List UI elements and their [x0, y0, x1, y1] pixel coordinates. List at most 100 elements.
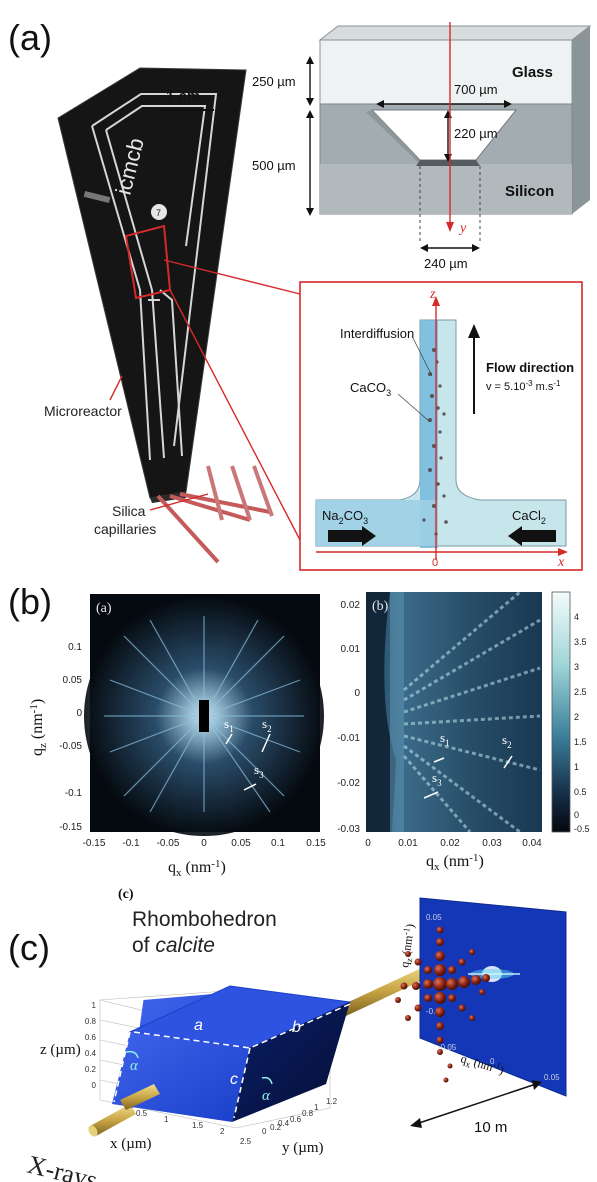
svg-text:1: 1 — [314, 1103, 319, 1112]
s2-marker — [261, 733, 271, 753]
saxs-right-xticks: 0 0.01 0.02 0.03 0.04 — [365, 838, 542, 849]
svg-text:0: 0 — [201, 838, 207, 849]
svg-text:0: 0 — [92, 1081, 97, 1090]
panel-label-b: (b) — [8, 581, 52, 622]
inset-axis-x: x — [557, 555, 565, 570]
inset-cacl2: CaCl2 — [512, 508, 546, 526]
panel-c-inner-label: (c) — [118, 887, 134, 902]
zoom-connector — [163, 259, 301, 295]
cs-glass: Glass — [512, 64, 553, 81]
saxs-left-annotations: s1 s2 s3 — [224, 716, 272, 780]
svg-text:2: 2 — [574, 712, 579, 722]
svg-text:0.03: 0.03 — [482, 838, 502, 849]
alpha-1: α — [130, 1058, 139, 1074]
inlet-arrow-right — [508, 526, 556, 546]
detector-qx-label: qx (nm-1) — [459, 1050, 506, 1079]
svg-text:0.8: 0.8 — [85, 1017, 97, 1026]
saxs-left-xticks: -0.15 -0.1 -0.05 0 0.05 0.1 0.15 — [83, 838, 327, 849]
svg-text:-0.15: -0.15 — [83, 838, 106, 849]
svg-text:0.02: 0.02 — [440, 838, 460, 849]
svg-text:0.4: 0.4 — [278, 1119, 290, 1128]
detector-qz-label: qz (nm-1) — [396, 923, 419, 969]
calcite-title-1: Rhombohedron — [132, 908, 277, 931]
alpha-2: α — [262, 1088, 271, 1104]
svg-text:-0.03: -0.03 — [337, 824, 360, 835]
xrays-label: X-rays — [25, 1150, 101, 1182]
channel-inset — [299, 281, 583, 571]
svg-text:0.6: 0.6 — [290, 1115, 302, 1124]
label-capillaries-2: capillaries — [94, 521, 156, 537]
saxs-left-yticks: 0.1 0.05 0 -0.05 -0.1 -0.15 — [59, 642, 82, 833]
microreactor-pointer — [109, 375, 123, 401]
diffraction-spots — [395, 926, 490, 1083]
svg-text:0.05: 0.05 — [63, 675, 83, 686]
svg-text:2.5: 2.5 — [574, 687, 587, 697]
chip-logo-glyph: 7 — [156, 208, 161, 218]
cs-dim-glass: 250 µm — [252, 74, 296, 89]
scale-bar-label: 1 cm — [166, 88, 200, 105]
svg-text:0: 0 — [574, 810, 579, 820]
svg-text:s1: s1 — [224, 716, 234, 734]
svg-text:0.2: 0.2 — [270, 1123, 282, 1132]
svg-text:s1: s1 — [440, 730, 450, 748]
svg-text:-0.15: -0.15 — [59, 822, 82, 833]
svg-text:1: 1 — [164, 1115, 169, 1124]
svg-text:0: 0 — [365, 838, 371, 849]
svg-text:0.05: 0.05 — [426, 913, 442, 922]
saxs-right — [366, 590, 542, 834]
chip-engraving — [83, 190, 111, 204]
inset-flow-value: v = 5.10-3 m.s-1 — [486, 379, 561, 393]
microreactor-chip: icmcb 7 — [57, 67, 271, 564]
x-ticks: 0.5 1 1.5 2 2.5 — [136, 1109, 252, 1146]
svg-text:2: 2 — [220, 1127, 225, 1136]
svg-text:1.2: 1.2 — [326, 1097, 338, 1106]
saxs-right-yticks: 0.02 0.01 0 -0.01 -0.02 -0.03 — [337, 600, 360, 835]
svg-text:0: 0 — [354, 688, 360, 699]
svg-text:0.04: 0.04 — [522, 838, 542, 849]
svg-text:-0.1: -0.1 — [65, 788, 83, 799]
colorbar-ticks: 4 3.5 3 2.5 2 1.5 1 0.5 0 -0.5 — [574, 612, 590, 834]
colorbar — [551, 591, 571, 833]
svg-text:3: 3 — [574, 662, 579, 672]
z-axis-label: z (µm) — [40, 1042, 81, 1058]
svg-text:3.5: 3.5 — [574, 637, 587, 647]
y-ticks: 0 0.2 0.4 0.6 0.8 1 1.2 — [262, 1097, 338, 1136]
zoom-connector — [169, 289, 301, 541]
calcite-title-2: of calcite — [132, 934, 215, 957]
svg-text:0: 0 — [490, 1057, 495, 1066]
xray-beam-into-crystal — [120, 1084, 160, 1110]
saxs-left — [84, 594, 324, 836]
svg-text:0.2: 0.2 — [85, 1065, 97, 1074]
label-microreactor: Microreactor — [44, 403, 122, 419]
s1-marker-right — [433, 757, 445, 763]
svg-text:0: 0 — [262, 1127, 267, 1136]
saxs-left-sublabel: (a) — [96, 601, 112, 616]
svg-text:0.05: 0.05 — [544, 1073, 560, 1082]
svg-text:0.4: 0.4 — [85, 1049, 97, 1058]
svg-text:0.15: 0.15 — [306, 838, 326, 849]
inset-na2co3: Na2CO3 — [322, 508, 368, 526]
inset-flow-title: Flow direction — [486, 360, 574, 375]
cs-dim-top: 700 µm — [454, 82, 498, 97]
svg-text:0: 0 — [76, 708, 82, 719]
s3-marker-right — [423, 791, 439, 799]
svg-text:-0.05: -0.05 — [157, 838, 180, 849]
cs-dim-bottom: 240 µm — [424, 256, 468, 271]
chip-logo-icon — [151, 204, 167, 220]
svg-text:0.5: 0.5 — [136, 1109, 148, 1118]
y-axis-label: y (µm) — [282, 1140, 324, 1156]
svg-text:-0.05: -0.05 — [438, 1043, 457, 1052]
svg-text:0.02: 0.02 — [341, 600, 361, 611]
saxs-left-ylabel: qz (nm-1) — [28, 699, 49, 756]
svg-text:-0.1: -0.1 — [122, 838, 140, 849]
capillary — [156, 494, 220, 564]
cs-dim-silicon: 500 µm — [252, 158, 296, 173]
saxs-right-sublabel: (b) — [372, 599, 389, 614]
x-axis-label: x (µm) — [110, 1136, 152, 1152]
saxs-right-annotations: s1 s2 s3 — [432, 730, 512, 788]
detector — [419, 897, 567, 1097]
cs-axis-y: y — [458, 221, 467, 236]
svg-text:1: 1 — [574, 762, 579, 772]
s1-marker — [225, 733, 233, 745]
svg-text:s2: s2 — [502, 732, 512, 750]
